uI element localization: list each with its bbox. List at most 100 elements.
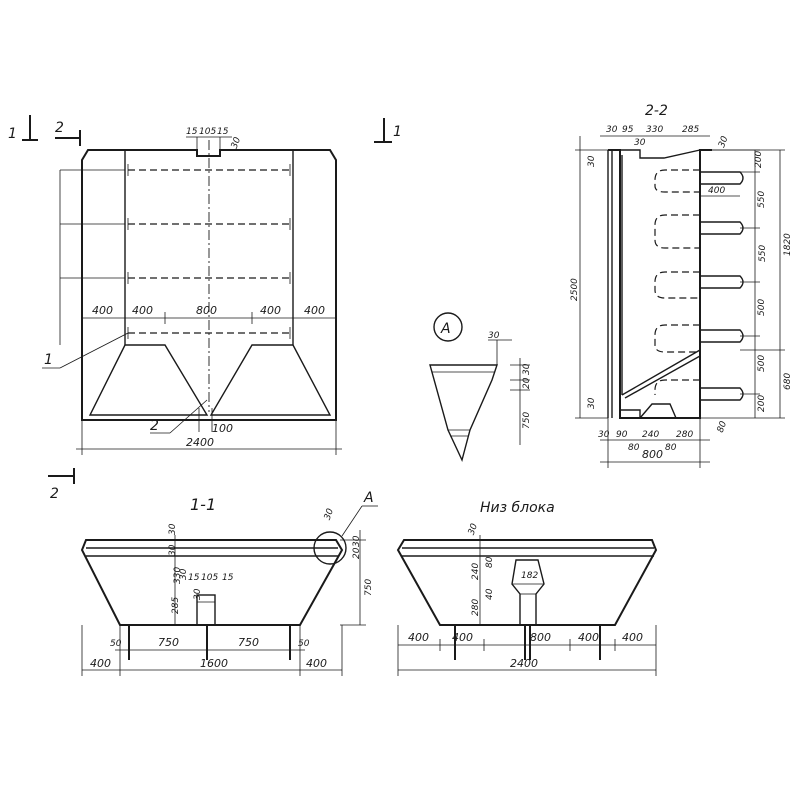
dim-label: 200 [754,151,764,168]
dim-label: 800 [196,304,217,317]
dim-label: 80 [665,443,677,453]
dim-label: 400 [260,304,281,317]
front-view: 400 400 800 400 400 15 105 15 30 1 2 1 [8,115,402,455]
dim-label: 30 [488,331,500,341]
dim-label: 30 [606,125,618,135]
dim-label: 400 [132,304,153,317]
dim-label: 800 [530,631,551,644]
dim-label: 80 [628,443,640,453]
dim-label: 330 [646,125,663,135]
dim-label: 30 [168,523,178,535]
dim-label: 750 [364,579,374,596]
dim-label: 400 [92,304,113,317]
dim-label: 30 [193,588,203,600]
dim-label: 30 [179,568,189,580]
right-opening [209,344,332,416]
dim-label: 15 [188,573,200,583]
dim-label: 680 [783,373,793,390]
dim-label: 1600 [200,657,228,670]
bottom-view-outline [396,539,658,626]
dim-label: 15 [217,127,229,137]
dim-label: 40 [485,588,495,600]
svg-text:1: 1 [8,126,17,142]
section-marker-1-left: 1 [8,115,38,142]
svg-text:1: 1 [393,124,402,140]
detail-a-circle [433,312,463,342]
dim-label: 30 [230,136,243,150]
detail-a-shape [429,364,498,463]
section-1-1: 2 1-1 50 750 750 50 400 1600 400 30 30 3… [48,468,378,676]
dim-label: 30 [598,430,610,440]
dim-label: 280 [471,599,481,616]
svg-text:2: 2 [55,120,64,136]
dim-label: 500 [757,299,767,316]
svg-text:2: 2 [50,486,59,502]
leader-label: 2 [150,418,159,434]
dim-label: 50 [110,639,122,649]
dim-label: 280 [676,430,693,440]
dim-label: 30 [717,135,730,149]
dim-label: 400 [304,304,325,317]
section-marker-1-right: 1 [374,118,402,143]
dim-label: 1820 [783,233,793,256]
dim-label: 500 [757,355,767,372]
dim-label: 105 [201,573,218,583]
dim-label: 80 [485,556,495,568]
dim-total: 2400 [186,436,214,449]
dim-label: 400 [708,186,725,196]
dim-label: 30 [168,544,178,556]
dim-label: 750 [522,412,532,429]
dim-label: 285 [682,125,699,135]
dim-label: 400 [452,631,473,644]
dim-label: 30 [634,138,646,148]
dim-label: 182 [521,571,538,581]
dim-label: 20 [522,377,532,389]
dim-label: 90 [616,430,628,440]
section-marker-2-top: 2 [55,120,81,146]
dim-label: 95 [622,125,634,135]
dim-label: 30 [323,507,336,521]
bottom-view: Низ блока 182 30 240 80 40 280 400 400 8 [396,500,658,676]
dim-label: 400 [622,631,643,644]
dim-label: 30 [587,397,597,409]
dim-label: 20 [352,547,362,559]
dim-label: 15 [222,573,234,583]
section-title: Низ блока [480,500,555,516]
dim-label: 550 [758,245,768,262]
dim-label: 15 [186,127,198,137]
dim-label: 200 [757,395,767,412]
section-title: 2-2 [645,103,668,119]
dim-total: 2500 [570,278,580,301]
dim-label: 750 [158,636,179,649]
dim-label: 400 [408,631,429,644]
dim-total: 800 [642,448,663,461]
dim-label: 30 [587,155,597,167]
dim-label: 550 [757,191,767,208]
section-title: 1-1 [190,495,216,514]
section-marker-2-bottom: 2 [48,468,75,502]
dim-label: 750 [238,636,259,649]
leader-label: 1 [44,352,53,368]
dim-label: 30 [352,535,362,547]
dim-label: 400 [306,657,327,670]
section-2-2: 2-2 [570,103,793,468]
detail-a-callout [313,531,347,565]
dim-label: 330 [173,567,183,584]
dim-label: 285 [171,597,181,614]
dim-label: 400 [578,631,599,644]
dim-label: 400 [90,657,111,670]
dim-label: 100 [212,422,233,435]
dim-label: 50 [298,639,310,649]
detail-marker-label: А [363,490,374,506]
center-funnel [511,559,545,626]
dim-label: 105 [199,127,216,137]
dim-label: 240 [642,430,659,440]
dim-label: 30 [467,522,480,536]
dim-label: 240 [471,563,481,580]
svg-text:А: А [440,321,451,337]
dim-label: 30 [522,363,532,375]
dim-total: 2400 [510,657,538,670]
detail-a: А 30 30 20 750 [429,312,532,463]
dim-label: 80 [716,420,729,434]
